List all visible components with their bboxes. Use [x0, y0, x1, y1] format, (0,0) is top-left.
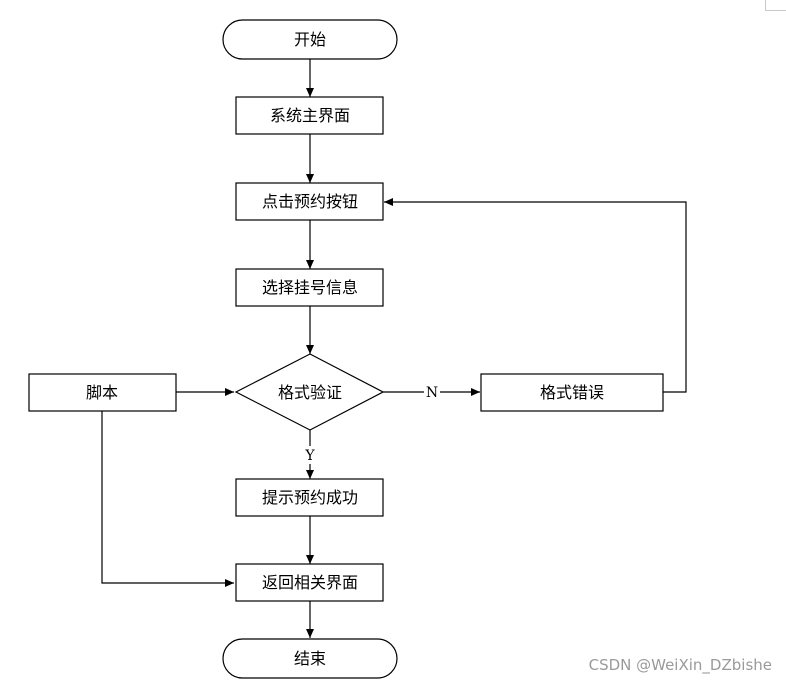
node-success: 提示预约成功 — [235, 478, 384, 517]
node-end-label: 结束 — [294, 649, 326, 668]
node-script: 脚本 — [28, 373, 177, 412]
node-verify: 格式验证 — [234, 353, 385, 431]
node-error: 格式错误 — [480, 373, 664, 412]
node-click: 点击预约按钮 — [235, 182, 384, 221]
watermark: CSDN @WeiXin_DZbishe — [588, 656, 772, 674]
edge-script-return — [101, 411, 234, 587]
node-start-label: 开始 — [294, 30, 326, 49]
node-verify-label: 格式验证 — [278, 383, 342, 402]
node-start: 开始 — [222, 19, 398, 60]
node-select-label: 选择挂号信息 — [262, 278, 358, 297]
edge-error-click — [384, 198, 687, 393]
node-select: 选择挂号信息 — [235, 268, 384, 307]
node-success-label: 提示预约成功 — [262, 488, 358, 507]
node-end: 结束 — [222, 638, 398, 679]
edges — [101, 59, 687, 638]
edge-label-yes: Y — [304, 448, 315, 464]
page-corner-mark — [765, 0, 786, 11]
node-script-label: 脚本 — [86, 383, 118, 402]
node-error-label: 格式错误 — [540, 383, 604, 402]
node-return: 返回相关界面 — [235, 563, 384, 602]
node-main-label: 系统主界面 — [270, 106, 350, 125]
edge-label-no: N — [426, 385, 438, 401]
node-click-label: 点击预约按钮 — [262, 192, 358, 211]
node-main: 系统主界面 — [235, 96, 384, 135]
node-return-label: 返回相关界面 — [262, 573, 358, 592]
